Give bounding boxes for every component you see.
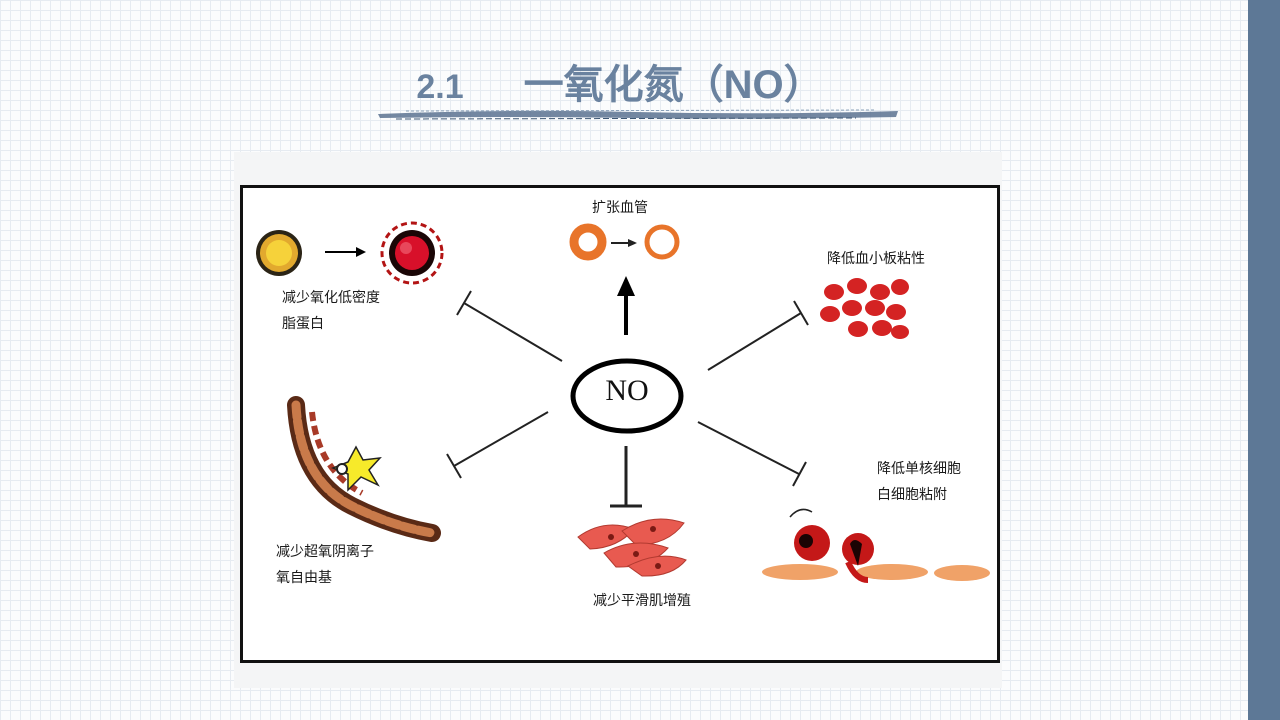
label-platelet-text: 降低血小板粘性 bbox=[827, 251, 925, 267]
endothelium-icon bbox=[762, 564, 990, 581]
label-ldl-line2: 脂蛋白 bbox=[282, 316, 324, 332]
inhibitor-to-ldl bbox=[456, 290, 563, 362]
vessel-wall-superoxide-icon bbox=[287, 396, 441, 542]
label-superoxide-line1: 减少超氧阴离子 bbox=[276, 544, 374, 560]
right-accent-band bbox=[1248, 0, 1280, 720]
inhibitor-to-platelet bbox=[707, 300, 809, 371]
inhibitor-to-smooth-muscle bbox=[610, 446, 642, 508]
slide-title: 2.1 一氧化氮（NO） bbox=[0, 52, 1240, 110]
label-superoxide: 减少超氧阴离子 氧自由基 bbox=[276, 539, 374, 591]
smooth-muscle-cells-icon bbox=[577, 518, 687, 577]
label-smooth-muscle-text: 减少平滑肌增殖 bbox=[593, 593, 691, 609]
inhibitor-to-superoxide bbox=[446, 411, 549, 479]
ldl-particle-icon bbox=[256, 230, 302, 276]
monocyte-cells-icon bbox=[789, 508, 874, 583]
center-label: NO bbox=[605, 374, 649, 407]
inhibitor-to-monocyte bbox=[697, 421, 807, 487]
section-number: 2.1 bbox=[416, 68, 464, 106]
superoxide-star-icon bbox=[330, 445, 382, 492]
label-monocyte-line2: 白细胞粘附 bbox=[877, 487, 947, 503]
label-ldl-line1: 减少氧化低密度 bbox=[282, 290, 380, 306]
label-smooth-muscle: 减少平滑肌增殖 bbox=[593, 588, 691, 614]
brush-stroke-underline bbox=[378, 109, 898, 120]
label-ldl: 减少氧化低密度 脂蛋白 bbox=[282, 285, 380, 337]
platelet-cluster-icon bbox=[820, 278, 909, 339]
oxidized-ldl-icon bbox=[380, 221, 444, 285]
vessel-dilated-icon bbox=[644, 224, 680, 260]
vessel-arrow-icon bbox=[611, 239, 637, 247]
label-monocyte-line1: 降低单核细胞 bbox=[877, 461, 961, 477]
label-platelet: 降低血小板粘性 bbox=[827, 246, 925, 272]
no-center-ellipse bbox=[570, 358, 684, 434]
vessel-constricted-icon bbox=[569, 223, 607, 261]
ldl-arrow-icon bbox=[325, 247, 366, 257]
title-text: 一氧化氮（NO） bbox=[523, 63, 824, 107]
label-superoxide-line2: 氧自由基 bbox=[276, 570, 332, 586]
label-monocyte: 降低单核细胞 白细胞粘附 bbox=[877, 456, 961, 508]
arrow-to-vasodilation bbox=[617, 276, 635, 335]
label-vasodilation: 扩张血管 bbox=[592, 195, 648, 221]
label-vasodilation-text: 扩张血管 bbox=[592, 200, 648, 216]
